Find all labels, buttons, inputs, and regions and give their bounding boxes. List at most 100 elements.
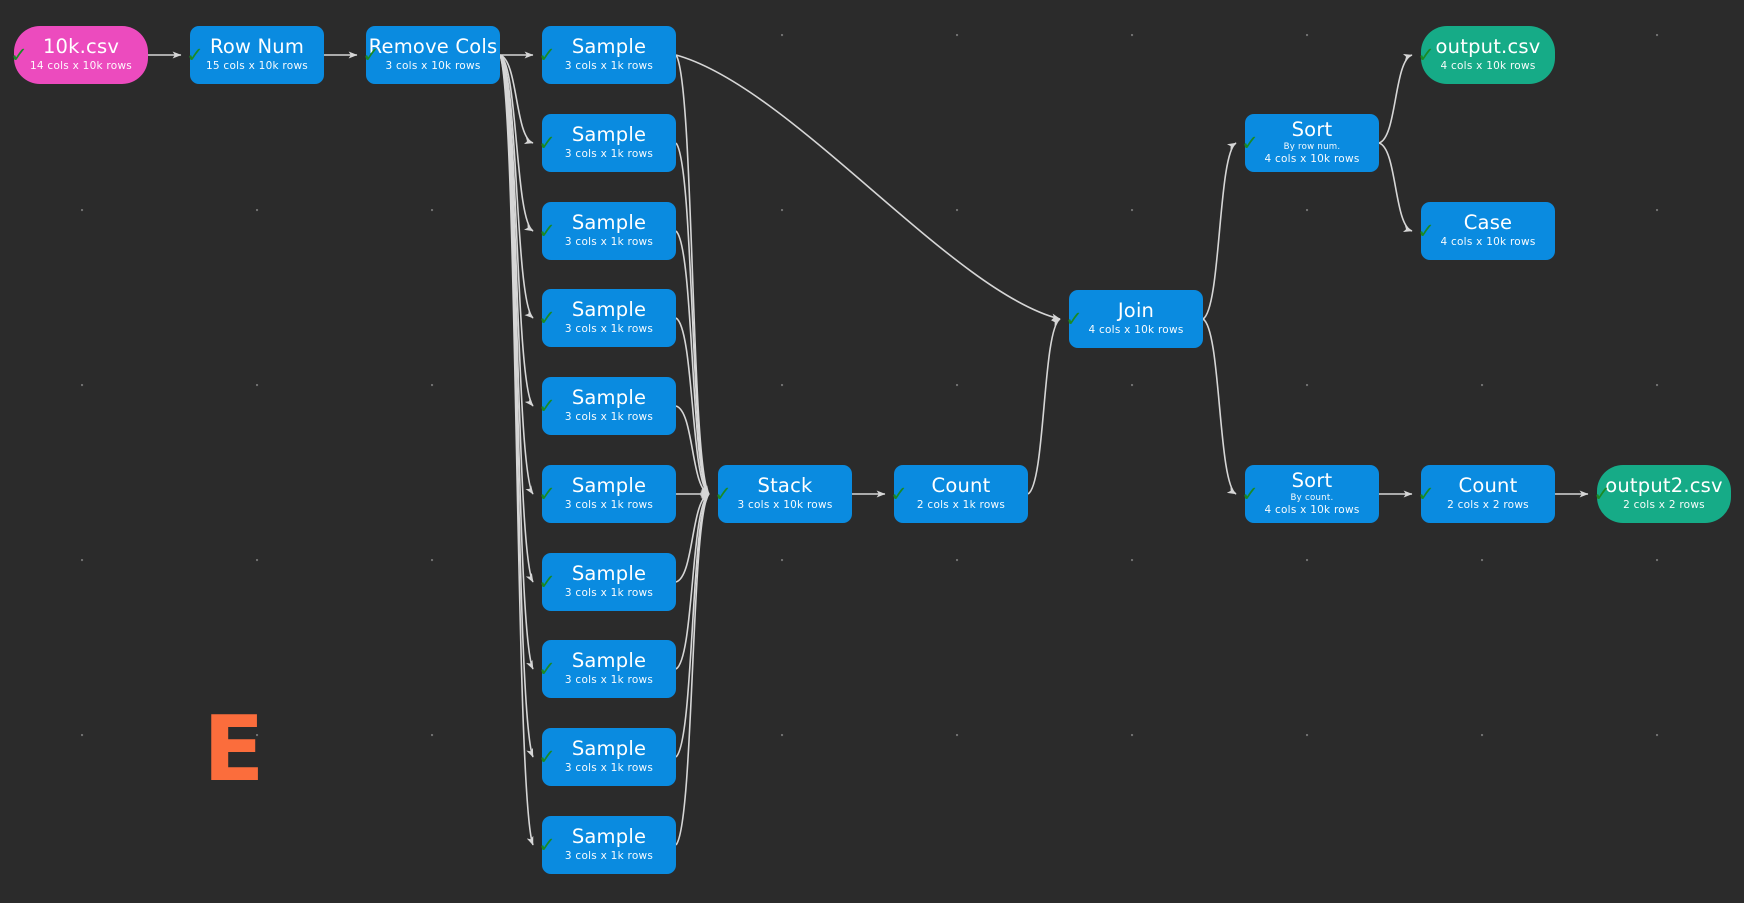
- node-title: Sort: [1291, 468, 1333, 492]
- status-check-icon: ✓: [538, 43, 556, 67]
- status-check-icon: ✓: [538, 482, 556, 506]
- node-subtitle-line: 2 cols x 2 rows: [1623, 498, 1705, 511]
- node-title: Sample: [571, 123, 647, 147]
- status-check-icon: ✓: [10, 43, 28, 67]
- status-check-icon: ✓: [538, 833, 556, 857]
- node-subtitle: 2 cols x 2 rows: [1623, 499, 1705, 512]
- node-subtitle: 3 cols x 1k rows: [565, 762, 653, 775]
- edge-removecols-to-sample8: [499, 54, 534, 670]
- node-subtitle: 3 cols x 1k rows: [565, 674, 653, 687]
- edge-sample1-to-stack: [675, 54, 710, 495]
- node-title: Row Num: [209, 35, 305, 59]
- status-check-icon: ✓: [1241, 482, 1259, 506]
- node-subtitle-line: 3 cols x 10k rows: [737, 498, 833, 511]
- node-title: Count: [931, 474, 991, 498]
- status-check-icon: ✓: [538, 219, 556, 243]
- status-check-icon: ✓: [186, 43, 204, 67]
- node-title: Sample: [571, 649, 647, 673]
- node-title: Sample: [571, 298, 647, 322]
- node-subtitle-line: 4 cols x 10k rows: [1264, 153, 1360, 166]
- node-subtitle: 4 cols x 10k rows: [1440, 60, 1535, 73]
- node-subtitle-line: 4 cols x 10k rows: [1440, 59, 1536, 72]
- node-subtitle: 15 cols x 10k rows: [206, 60, 308, 73]
- edge-removecols-to-sample6: [499, 54, 534, 495]
- node-title: Remove Cols: [368, 35, 498, 59]
- brand-logo: E: [203, 697, 264, 802]
- node-title: Sort: [1291, 117, 1333, 141]
- node-title: Case: [1463, 211, 1513, 235]
- node-subtitle-line: 2 cols x 1k rows: [916, 498, 1006, 511]
- node-title: Sample: [571, 35, 647, 59]
- node-subtitle-line: By row num.: [1283, 142, 1341, 153]
- edge-sample5-to-stack: [675, 405, 710, 495]
- status-check-icon: ✓: [1417, 43, 1435, 67]
- status-check-icon: ✓: [714, 482, 732, 506]
- node-title: Sample: [571, 562, 647, 586]
- edge-sample8-to-stack: [675, 493, 710, 670]
- node-title: Sample: [571, 211, 647, 235]
- edge-count1-to-join: [1027, 318, 1061, 495]
- node-title: Sample: [571, 386, 647, 410]
- node-title: Stack: [757, 474, 813, 498]
- status-check-icon: ✓: [1065, 307, 1083, 331]
- node-subtitle: 4 cols x 10k rows: [1440, 236, 1535, 249]
- node-subtitle: 14 cols x 10k rows: [30, 60, 132, 73]
- node-subtitle-line: 4 cols x 10k rows: [1440, 235, 1536, 248]
- node-subtitle-line: 3 cols x 1k rows: [564, 235, 654, 248]
- status-check-icon: ✓: [1417, 219, 1435, 243]
- status-check-icon: ✓: [1417, 482, 1435, 506]
- status-check-icon: ✓: [890, 482, 908, 506]
- edge-removecols-to-sample9: [499, 54, 534, 758]
- edge-removecols-to-sample4: [499, 54, 534, 319]
- edge-sample2-to-stack: [675, 142, 710, 495]
- edge-removecols-to-sample3: [499, 54, 534, 232]
- node-subtitle-line: 14 cols x 10k rows: [29, 59, 133, 72]
- node-subtitle: 3 cols x 1k rows: [565, 587, 653, 600]
- node-title: Sample: [571, 737, 647, 761]
- node-subtitle: 3 cols x 1k rows: [565, 850, 653, 863]
- status-check-icon: ✓: [538, 745, 556, 769]
- status-check-icon: ✓: [538, 570, 556, 594]
- edge-removecols-to-sample10: [499, 54, 534, 846]
- node-subtitle: 3 cols x 1k rows: [565, 236, 653, 249]
- node-subtitle: 3 cols x 1k rows: [565, 148, 653, 161]
- node-subtitle: 4 cols x 10k rows: [1088, 324, 1183, 337]
- edge-removecols-to-sample5: [499, 54, 534, 407]
- node-subtitle-line: 3 cols x 1k rows: [564, 498, 654, 511]
- node-subtitle: 2 cols x 1k rows: [917, 499, 1005, 512]
- node-title: 10k.csv: [42, 35, 120, 59]
- edge-sample3-to-stack: [675, 230, 710, 495]
- node-subtitle-line: 3 cols x 1k rows: [564, 586, 654, 599]
- node-title: output.csv: [1435, 35, 1541, 59]
- status-check-icon: ✓: [1241, 131, 1259, 155]
- node-subtitle-line: 3 cols x 1k rows: [564, 673, 654, 686]
- edge-removecols-to-sample7: [499, 54, 534, 583]
- node-subtitle-line: 4 cols x 10k rows: [1264, 504, 1360, 517]
- node-subtitle-line: 4 cols x 10k rows: [1088, 323, 1184, 336]
- edge-sample1-to-join: [675, 54, 1061, 321]
- edge-sample9-to-stack: [675, 493, 710, 758]
